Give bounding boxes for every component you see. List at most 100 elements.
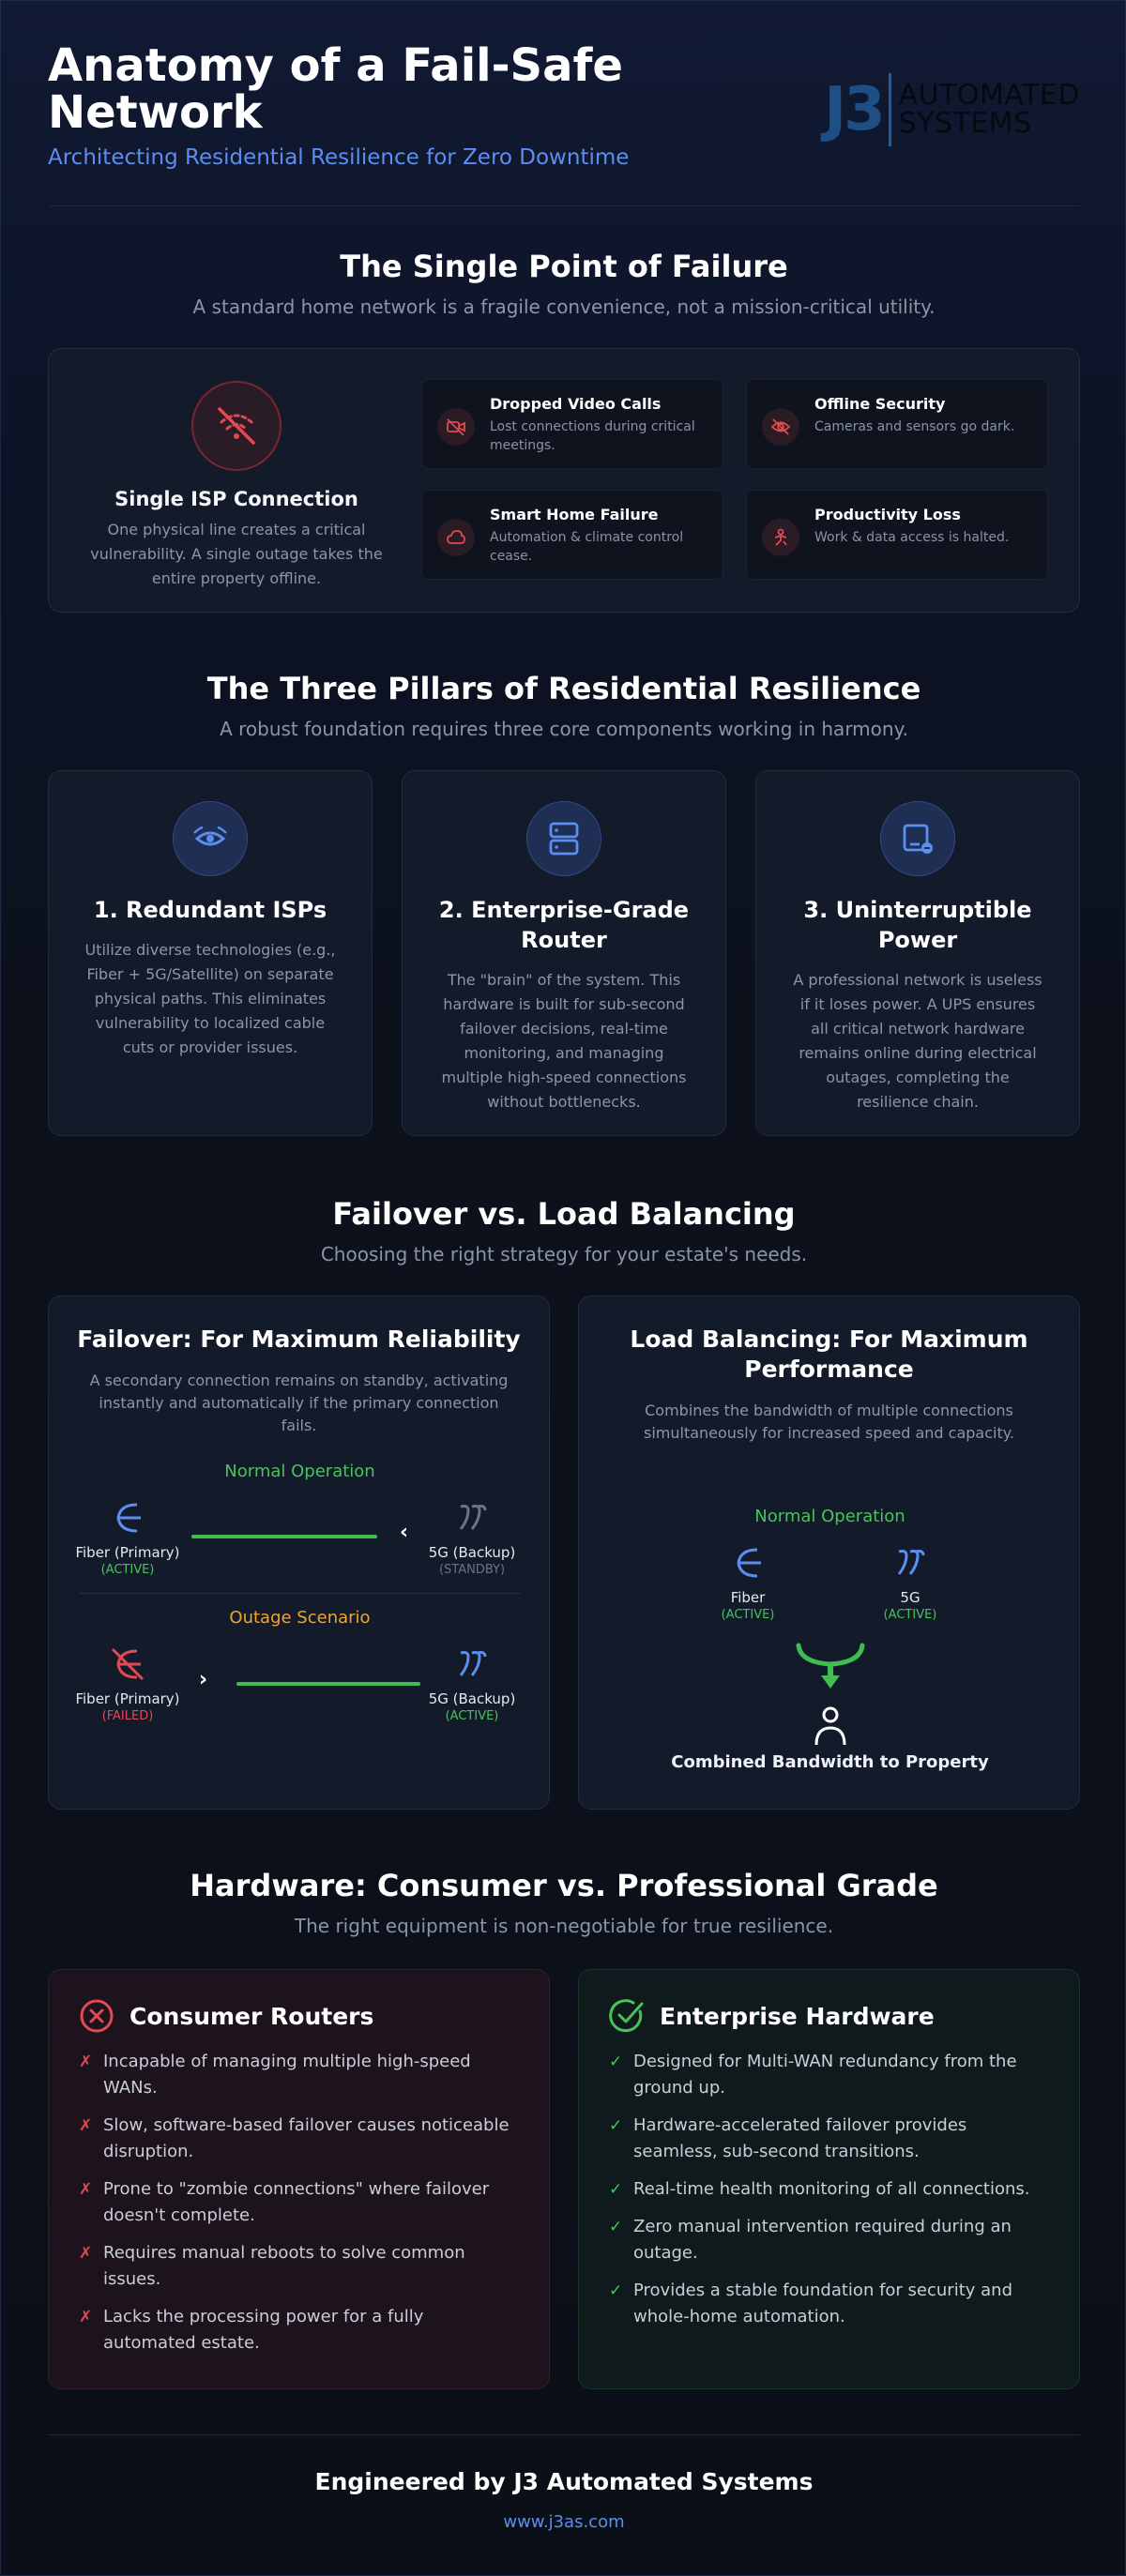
signal-eye-icon xyxy=(173,801,248,876)
5g-signal-icon xyxy=(459,1505,487,1530)
consumer-routers-card: Consumer Routers ✗Incapable of managing … xyxy=(48,1969,550,2389)
footer: Engineered by J3 Automated Systems www.j… xyxy=(48,2468,1080,2532)
check-mark-icon: ✓ xyxy=(609,2218,623,2236)
node-name: 5G (Backup) xyxy=(428,1690,516,1707)
balancing-normal-label: Normal Operation xyxy=(754,1507,905,1526)
header-divider xyxy=(48,205,1080,206)
pillar-title: 2. Enterprise-Grade Router xyxy=(438,897,690,953)
logo-mark: J3 xyxy=(824,75,885,144)
active-link-line xyxy=(236,1682,420,1686)
failover-card: Failover: For Maximum Reliability A seco… xyxy=(48,1296,550,1810)
footer-link[interactable]: www.j3as.com xyxy=(503,2512,625,2532)
x-circle-icon xyxy=(80,1999,114,2033)
page-subtitle: Architecting Residential Resilience for … xyxy=(48,145,630,170)
x-mark-icon: ✗ xyxy=(79,2308,93,2326)
node-status: (ACTIVE) xyxy=(445,1709,499,1723)
no-wifi-icon xyxy=(191,381,282,471)
impact-card-productivity: Productivity Loss Work & data access is … xyxy=(746,490,1048,580)
list-item: ✓Designed for Multi-WAN redundancy from … xyxy=(609,2049,1051,2101)
hardware-title: Hardware: Consumer vs. Professional Grad… xyxy=(190,1868,938,1903)
company-logo: J3 AUTOMATED SYSTEMS xyxy=(824,72,1080,147)
video-off-icon xyxy=(437,408,475,446)
5g-active-node: 5G (Backup) (ACTIVE) xyxy=(411,1645,533,1723)
broken-user-icon xyxy=(762,519,799,556)
pillar-title: 1. Redundant ISPs xyxy=(93,897,327,923)
hardware-section-heading: Hardware: Consumer vs. Professional Grad… xyxy=(48,1868,1080,1937)
strategy-section-heading: Failover vs. Load Balancing Choosing the… xyxy=(48,1196,1080,1265)
consumer-list: ✗Incapable of managing multiple high-spe… xyxy=(79,2049,521,2356)
pillar-card-ups: 3. Uninterruptible Power A professional … xyxy=(755,770,1080,1136)
fiber-icon xyxy=(116,1503,141,1533)
node-status: (ACTIVE) xyxy=(721,1608,775,1622)
merge-arrow-icon xyxy=(796,1643,865,1689)
impact-desc: Cameras and sensors go dark. xyxy=(814,419,1015,434)
list-item: ✗Incapable of managing multiple high-spe… xyxy=(79,2049,521,2101)
5g-backup-node: 5G (Backup) (STANDBY) xyxy=(411,1499,533,1577)
list-item: ✓Provides a stable foundation for securi… xyxy=(609,2278,1051,2330)
battery-plug-icon xyxy=(880,801,955,876)
list-item: ✓Hardware-accelerated failover provides … xyxy=(609,2113,1051,2165)
x-mark-icon: ✗ xyxy=(79,2116,93,2135)
fiber-primary-node: Fiber (Primary) (ACTIVE) xyxy=(67,1499,189,1577)
server-icon xyxy=(526,801,601,876)
failover-title: Failover: For Maximum Reliability xyxy=(77,1326,521,1353)
node-name: 5G xyxy=(900,1589,921,1606)
chevron-right-icon: › xyxy=(199,1668,208,1691)
impact-card-video: Dropped Video Calls Lost connections dur… xyxy=(421,379,723,469)
fiber-icon xyxy=(737,1548,761,1578)
impact-title: Dropped Video Calls xyxy=(490,395,662,413)
node-name: Fiber xyxy=(730,1589,766,1606)
check-mark-icon: ✓ xyxy=(609,2281,623,2300)
impact-desc: Lost connections during critical meeting… xyxy=(490,419,695,453)
5g-signal-icon xyxy=(459,1651,487,1676)
spof-panel: Single ISP Connection One physical line … xyxy=(48,348,1080,613)
5g-node: 5G (ACTIVE) xyxy=(849,1544,971,1622)
pillar-card-router: 2. Enterprise-Grade Router The "brain" o… xyxy=(402,770,726,1136)
enterprise-list: ✓Designed for Multi-WAN redundancy from … xyxy=(609,2049,1051,2330)
balancing-desc: Combines the bandwidth of multiple conne… xyxy=(643,1402,1014,1442)
list-item: ✓Real-time health monitoring of all conn… xyxy=(609,2176,1051,2203)
strategy-subtitle: Choosing the right strategy for your est… xyxy=(320,1243,808,1265)
node-name: Fiber (Primary) xyxy=(75,1690,180,1707)
x-mark-icon: ✗ xyxy=(79,2244,93,2263)
cloud-icon xyxy=(437,519,475,556)
fiber-failed-icon xyxy=(111,1647,145,1681)
impact-title: Productivity Loss xyxy=(814,506,961,523)
fiber-node: Fiber (ACTIVE) xyxy=(687,1544,809,1622)
list-item: ✓Zero manual intervention required durin… xyxy=(609,2214,1051,2266)
spof-main: Single ISP Connection One physical line … xyxy=(49,349,424,614)
consumer-title: Consumer Routers xyxy=(129,2002,374,2030)
header: Anatomy of a Fail-Safe Network Architect… xyxy=(48,42,1080,174)
pillar-desc: A professional network is useless if it … xyxy=(793,971,1042,1111)
failover-normal-label: Normal Operation xyxy=(224,1462,375,1481)
logo-divider xyxy=(888,73,891,146)
5g-signal-icon xyxy=(897,1550,925,1575)
enterprise-header: Enterprise Hardware xyxy=(609,1998,1079,2034)
impact-desc: Work & data access is halted. xyxy=(814,530,1010,545)
strategy-title: Failover vs. Load Balancing xyxy=(332,1196,796,1232)
failover-desc: A secondary connection remains on standb… xyxy=(89,1371,509,1434)
property-user-icon xyxy=(814,1706,846,1746)
pillar-desc: The "brain" of the system. This hardware… xyxy=(441,971,687,1111)
impact-card-security: Offline Security Cameras and sensors go … xyxy=(746,379,1048,469)
node-name: 5G (Backup) xyxy=(428,1544,516,1561)
active-link-line xyxy=(191,1535,377,1538)
enterprise-hardware-card: Enterprise Hardware ✓Designed for Multi-… xyxy=(578,1969,1080,2389)
impact-title: Offline Security xyxy=(814,395,946,413)
page-title: Anatomy of a Fail-Safe Network xyxy=(48,39,623,139)
node-name: Fiber (Primary) xyxy=(75,1544,180,1561)
list-item: ✗Lacks the processing power for a fully … xyxy=(79,2304,521,2356)
node-status: (STANDBY) xyxy=(438,1563,506,1577)
pillar-desc: Utilize diverse technologies (e.g., Fibe… xyxy=(84,941,336,1056)
spof-title: The Single Point of Failure xyxy=(340,249,788,284)
pillars-subtitle: A robust foundation requires three core … xyxy=(220,718,908,740)
impact-title: Smart Home Failure xyxy=(490,506,659,523)
x-mark-icon: ✗ xyxy=(79,2180,93,2199)
enterprise-title: Enterprise Hardware xyxy=(660,2002,935,2030)
check-mark-icon: ✓ xyxy=(609,2180,623,2199)
footer-divider xyxy=(48,2434,1080,2435)
impact-desc: Automation & climate control cease. xyxy=(490,530,684,564)
spof-main-desc: One physical line creates a critical vul… xyxy=(90,521,383,587)
pillars-title: The Three Pillars of Residential Resilie… xyxy=(206,671,921,706)
